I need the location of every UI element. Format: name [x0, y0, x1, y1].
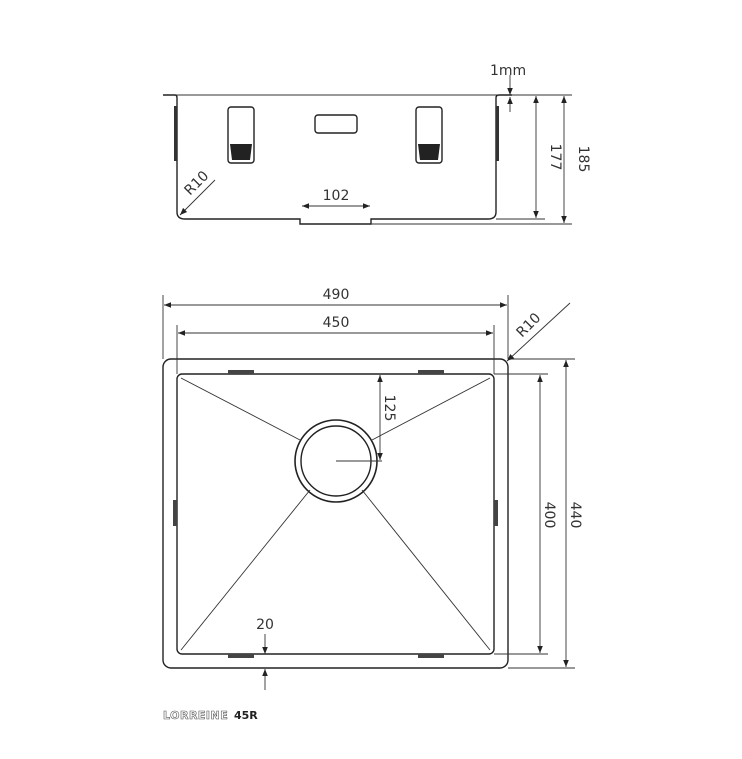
sink-side-profile	[163, 94, 512, 225]
overflow-slot	[314, 114, 358, 134]
product-name: LORREINE	[163, 709, 228, 722]
rim-label: 20	[256, 617, 274, 633]
sink-bowl	[176, 373, 495, 655]
side-clip-right	[496, 106, 499, 161]
outer-width-label: 490	[323, 287, 350, 303]
top-view: 490 450 R10 125 400 440 20	[162, 287, 583, 690]
inner-width-label: 450	[323, 315, 350, 331]
clip-top-left	[228, 370, 254, 374]
side-radius-label: R10	[182, 168, 213, 199]
mounting-bracket-right	[415, 106, 443, 164]
clip-left	[173, 500, 177, 526]
product-model: 45R	[234, 709, 258, 722]
clip-top-right	[418, 370, 444, 374]
top-radius-label: R10	[514, 310, 545, 341]
flange-label: 1mm	[490, 63, 526, 79]
clip-bottom-left	[228, 654, 254, 658]
clip-bottom-right	[418, 654, 444, 658]
sink-outer-rim	[162, 358, 509, 669]
clip-right	[494, 500, 498, 526]
drain-offset-label: 125	[381, 395, 397, 422]
mounting-bracket-left	[227, 106, 255, 164]
side-view: 1mm 177 185 R10 102	[163, 63, 591, 225]
inner-depth-label: 400	[541, 502, 557, 529]
side-clip-left	[174, 106, 177, 161]
drain-width-label: 102	[323, 188, 350, 204]
height-inner-label: 177	[547, 144, 563, 171]
outer-depth-label: 440	[567, 502, 583, 529]
height-outer-label: 185	[575, 146, 591, 173]
